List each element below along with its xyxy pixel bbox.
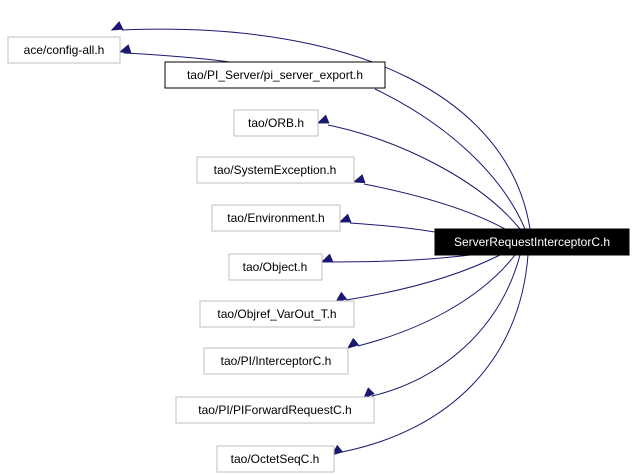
arrowhead <box>346 337 360 349</box>
edge-to-orb <box>316 114 521 230</box>
node-objref-varout[interactable]: tao/Objref_VarOut_T.h <box>199 300 355 328</box>
node-octet-seq-c[interactable]: tao/OctetSeqC.h <box>216 445 335 473</box>
arrowhead <box>334 291 348 303</box>
edge-line <box>371 254 521 397</box>
edge-line <box>123 52 231 63</box>
node-label: tao/SystemException.h <box>214 163 337 177</box>
edge-to-object <box>320 253 471 263</box>
edge-line <box>327 124 521 230</box>
node-label: ServerRequestInterceptorC.h <box>454 235 610 249</box>
arrowhead <box>363 387 375 399</box>
edge-to-pi-forward-request-c <box>363 254 521 399</box>
edge-line <box>121 28 531 230</box>
node-ace-config-all[interactable]: ace/config-all.h <box>7 36 121 64</box>
node-system-exception[interactable]: tao/SystemException.h <box>196 156 355 184</box>
node-label: tao/PI/InterceptorC.h <box>221 354 332 368</box>
node-label: tao/ORB.h <box>248 116 304 130</box>
edge-line <box>345 254 501 301</box>
node-interceptor-c[interactable]: tao/PI/InterceptorC.h <box>203 347 349 375</box>
node-label: tao/Environment.h <box>227 211 324 225</box>
arrowhead <box>110 21 124 31</box>
arrowhead <box>316 114 330 124</box>
node-label: tao/PI_Server/pi_server_export.h <box>187 68 363 82</box>
arrowhead <box>330 444 344 456</box>
arrowhead <box>320 253 334 263</box>
edge-line <box>374 88 526 230</box>
node-label: tao/Objref_VarOut_T.h <box>217 307 336 321</box>
edge-to-pi-server-export <box>364 77 526 230</box>
node-environment[interactable]: tao/Environment.h <box>211 204 341 232</box>
arrowhead <box>352 174 366 184</box>
node-label: tao/Object.h <box>243 260 308 274</box>
arrowhead <box>118 44 132 54</box>
edge-to-environment <box>338 213 436 233</box>
edge-line <box>341 254 529 453</box>
node-label: ace/config-all.h <box>24 43 105 57</box>
node-label: tao/PI/PIForwardRequestC.h <box>198 403 351 417</box>
edge-line <box>331 254 471 263</box>
edge-to-interceptor-c <box>346 254 516 349</box>
node-label: tao/OctetSeqC.h <box>231 452 320 466</box>
edge-to-octet-seq-c <box>330 254 529 456</box>
node-server-request-interceptor-c[interactable]: ServerRequestInterceptorC.h <box>434 228 630 256</box>
edge-line <box>357 254 516 347</box>
arrowhead <box>338 213 352 223</box>
node-orb[interactable]: tao/ORB.h <box>233 109 319 137</box>
node-pi-server-export[interactable]: tao/PI_Server/pi_server_export.h <box>164 61 386 89</box>
edge-to-system-exception <box>352 174 506 230</box>
edge-line <box>349 222 436 233</box>
edge-export-to-config-all <box>118 44 231 63</box>
node-pi-forward-request-c[interactable]: tao/PI/PIForwardRequestC.h <box>175 396 375 424</box>
node-object[interactable]: tao/Object.h <box>228 253 323 281</box>
edge-line <box>363 183 506 230</box>
edge-to-config-all <box>110 21 531 230</box>
edge-to-objref-varout <box>334 254 501 303</box>
